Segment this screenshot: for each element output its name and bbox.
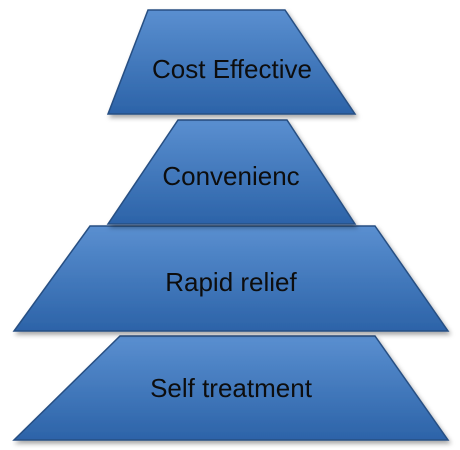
tier-4-label: Self treatment bbox=[150, 373, 313, 403]
pyramid-tier-1: Cost Effective bbox=[106, 9, 357, 115]
tier-2-shape bbox=[106, 119, 357, 225]
pyramid-tier-2: Convenienc bbox=[106, 119, 357, 225]
pyramid-tier-4: Self treatment bbox=[12, 335, 450, 441]
tier-4-shape bbox=[12, 335, 450, 441]
tier-3-shape bbox=[12, 225, 450, 332]
pyramid-tier-3: Rapid relief bbox=[12, 225, 450, 332]
tier-1-shape bbox=[106, 9, 357, 115]
tier-1-label: Cost Effective bbox=[152, 54, 312, 84]
tier-2-label: Convenienc bbox=[162, 161, 299, 191]
tier-3-label: Rapid relief bbox=[165, 267, 297, 297]
